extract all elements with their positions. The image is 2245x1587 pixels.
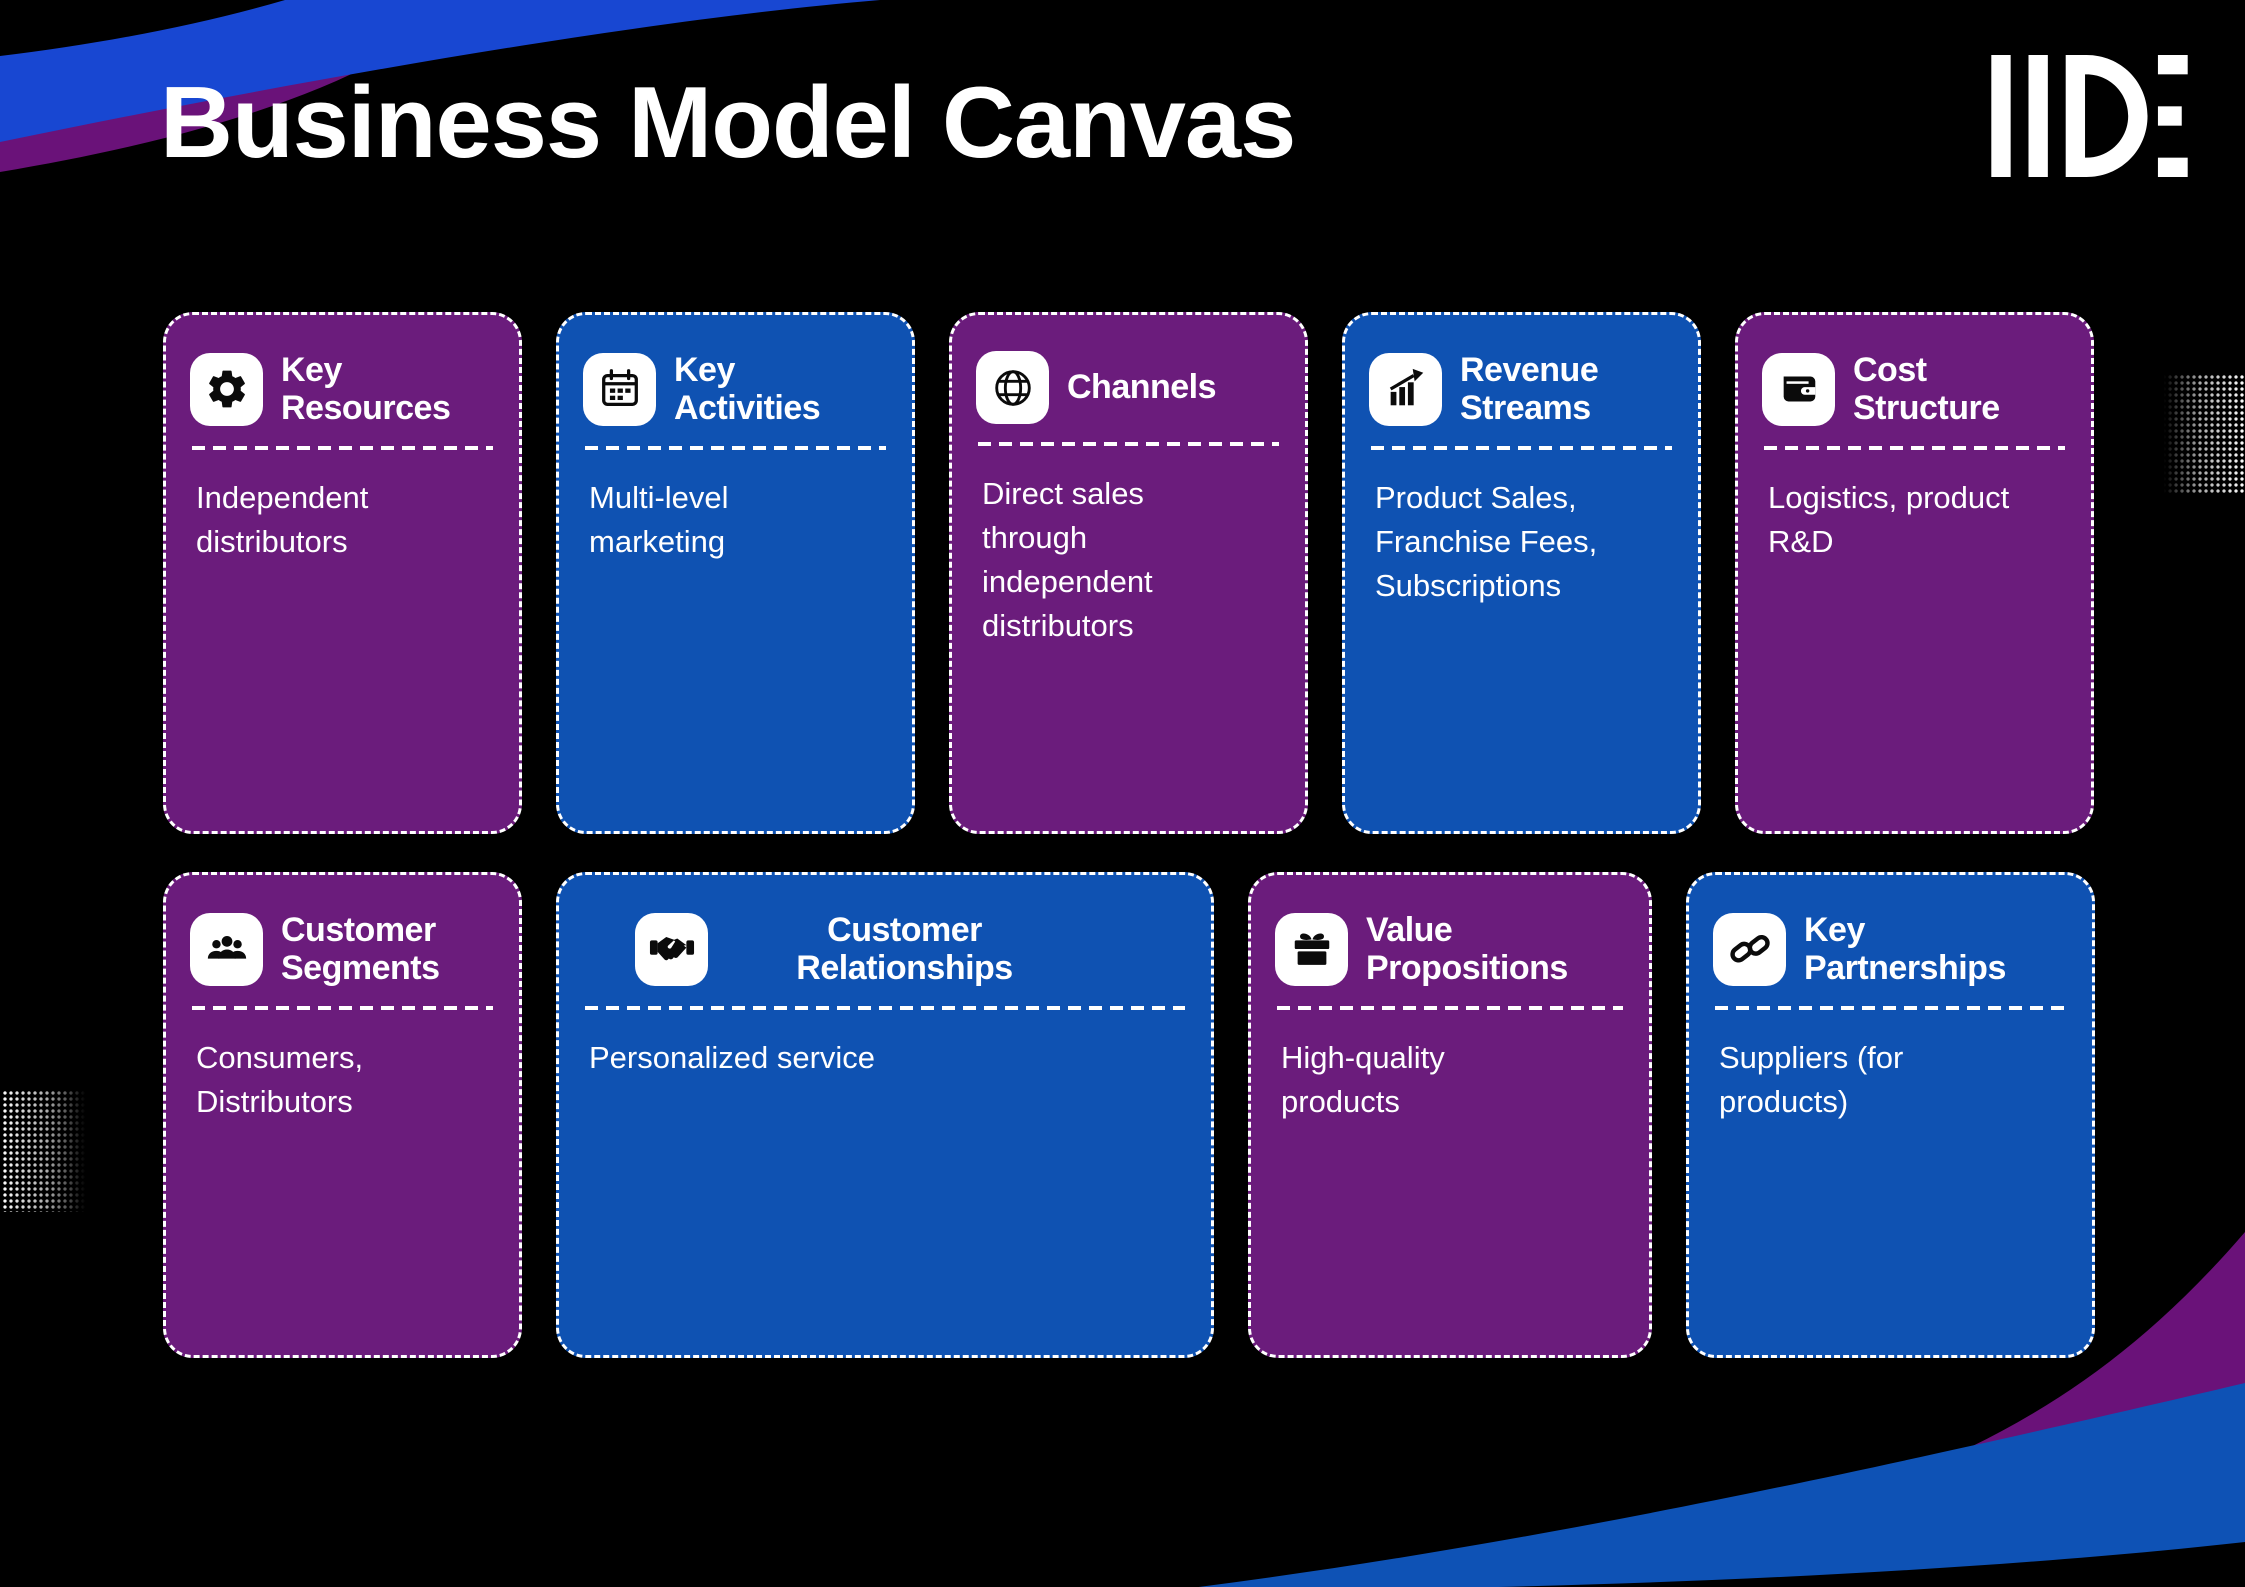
card-body-text: Multi-level marketing bbox=[589, 479, 729, 559]
globe-icon bbox=[976, 351, 1049, 424]
gift-icon bbox=[1275, 912, 1348, 986]
card-header: Key Resources bbox=[190, 351, 495, 428]
wave-bottom-blue bbox=[1198, 1383, 2245, 1587]
card-header: Customer Segments bbox=[190, 911, 495, 988]
wallet-icon bbox=[1762, 352, 1835, 426]
card-title: Cost Structure bbox=[1853, 351, 2000, 428]
dashed-separator bbox=[585, 1005, 1185, 1010]
card-title: Key Partnerships bbox=[1804, 911, 2006, 988]
card-title: Key Activities bbox=[674, 351, 821, 428]
handshake-icon bbox=[635, 912, 708, 986]
dashed-separator bbox=[1764, 445, 2065, 450]
card-body-text: Suppliers (for products) bbox=[1719, 1039, 1904, 1119]
card-body-text: Direct sales through independent distrib… bbox=[982, 476, 1153, 644]
card-title: Customer Segments bbox=[281, 911, 440, 988]
people-icon bbox=[190, 912, 263, 986]
dashed-separator bbox=[192, 445, 493, 450]
card-header: Customer Relationships bbox=[583, 911, 1187, 988]
card-body-text: Logistics, product R&D bbox=[1768, 479, 2010, 559]
page-title: Business Model Canvas bbox=[160, 67, 1296, 179]
chart-icon bbox=[1369, 352, 1442, 426]
card-header: Cost Structure bbox=[1762, 351, 2067, 428]
card-title: Value Propositions bbox=[1366, 911, 1568, 988]
card-body-text: Product Sales, Franchise Fees, Subscript… bbox=[1375, 479, 1598, 603]
iide-logo bbox=[1990, 55, 2189, 177]
dashed-separator bbox=[585, 445, 886, 450]
calendar-icon bbox=[583, 352, 656, 426]
card-title: Key Resources bbox=[281, 351, 451, 428]
card-header: Value Propositions bbox=[1275, 911, 1625, 988]
dashed-separator bbox=[1277, 1005, 1623, 1010]
gear-icon bbox=[190, 352, 263, 426]
halftone-pattern-left bbox=[2, 1090, 88, 1212]
card-title: Customer Relationships bbox=[796, 911, 1013, 988]
link-icon bbox=[1713, 912, 1786, 986]
card-title: Revenue Streams bbox=[1460, 351, 1599, 428]
iide-logo-mark bbox=[1991, 55, 2188, 177]
card-header: Channels bbox=[976, 351, 1281, 424]
wave-top-blue bbox=[0, 0, 880, 142]
card-body-text: Personalized service bbox=[589, 1039, 876, 1075]
dashed-separator bbox=[192, 1005, 493, 1010]
dashed-separator bbox=[1715, 1005, 2066, 1010]
dashed-separator bbox=[978, 442, 1279, 446]
card-header: Revenue Streams bbox=[1369, 351, 1674, 428]
halftone-pattern-right bbox=[2161, 374, 2245, 494]
card-body-text: Consumers, Distributors bbox=[196, 1039, 364, 1119]
dashed-separator bbox=[1371, 445, 1672, 450]
card-title: Channels bbox=[1067, 368, 1217, 407]
card-body-text: Independent distributors bbox=[196, 479, 369, 559]
card-body-text: High-quality products bbox=[1281, 1039, 1445, 1119]
card-header: Key Partnerships bbox=[1713, 911, 2068, 988]
card-header: Key Activities bbox=[583, 351, 888, 428]
